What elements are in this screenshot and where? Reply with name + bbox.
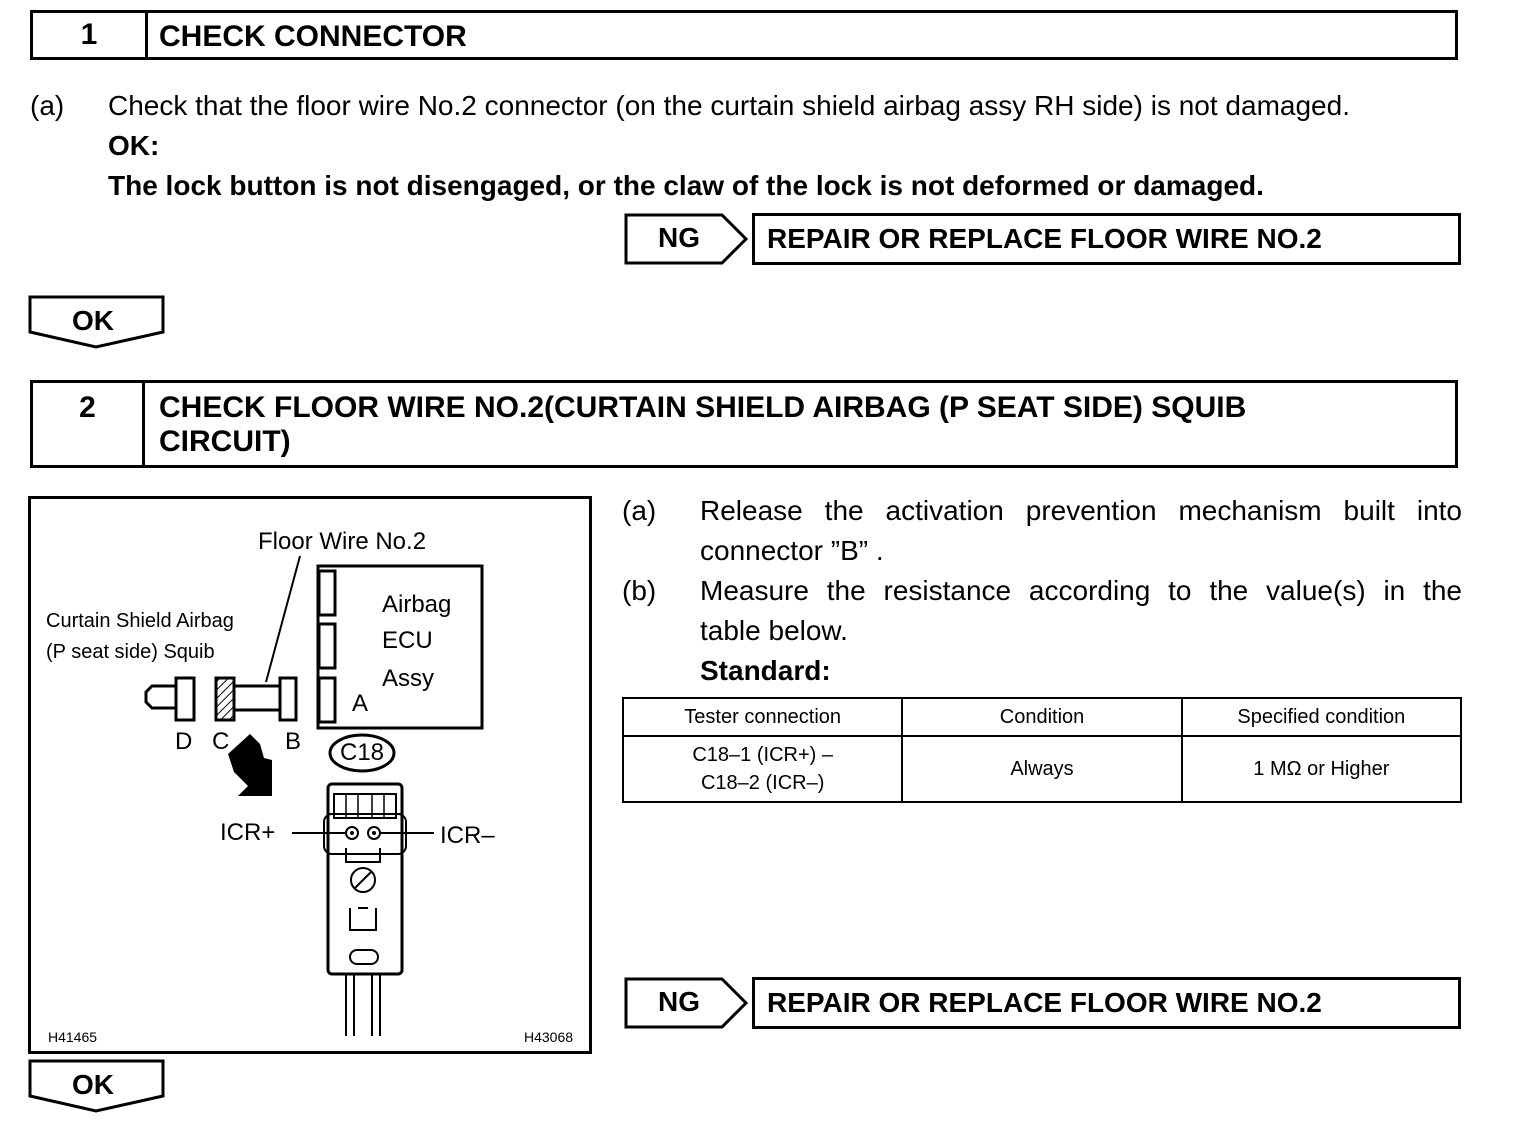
step2-ng-result: REPAIR OR REPLACE FLOOR WIRE NO.2 — [752, 977, 1461, 1029]
connector-c18-label-outline — [328, 733, 396, 773]
step2-title-line2: CIRCUIT) — [159, 425, 291, 458]
step2-ng-arrow — [624, 977, 749, 1029]
wiring-figure — [28, 496, 592, 1054]
spec-connection-line1: C18–1 (ICR+) – — [692, 744, 833, 766]
step2-item-b-marker: (b) — [622, 575, 657, 606]
wiring-diagram — [144, 555, 484, 1036]
ecu-label-line1: Airbag — [382, 591, 452, 618]
spec-header-condition: Condition — [901, 697, 1183, 737]
step1-ok-arrow — [28, 295, 165, 349]
step2-standard-heading: Standard: — [700, 655, 831, 686]
squib-label-line1: Curtain Shield Airbag — [46, 610, 234, 632]
step2-ng-label: NG — [658, 986, 700, 1017]
connector-b — [278, 676, 298, 722]
step2-item-a-marker: (a) — [622, 495, 657, 526]
squib-label-line2: (P seat side) Squib — [46, 641, 215, 663]
spec-connection-line2: C18–2 (ICR–) — [700, 772, 825, 794]
step2-title-line1: CHECK FLOOR WIRE NO.2(CURTAIN SHIELD AIR… — [159, 391, 1247, 424]
spec-header-specified: Specified condition — [1180, 697, 1463, 737]
spec-cell-connection: C18–1 (ICR+) – C18–2 (ICR–) — [621, 735, 904, 803]
connector-a-label: A — [352, 690, 369, 717]
icr-minus-label: ICR– — [440, 822, 495, 849]
step1-header: 1 CHECK CONNECTOR — [30, 10, 1458, 60]
connector-c — [214, 676, 236, 722]
spec-table: Tester connection Condition Specified co… — [621, 697, 1463, 803]
step1-ok-label: OK — [72, 305, 114, 336]
floor-wire-label: Floor Wire No.2 — [258, 528, 427, 555]
step1-ok-heading: OK: — [108, 130, 160, 161]
spec-cell-condition: Always — [901, 735, 1183, 803]
step2-header: 2 CHECK FLOOR WIRE NO.2(CURTAIN SHIELD A… — [30, 380, 1458, 468]
ecu-label-line3: Assy — [382, 665, 435, 692]
connector-b-label: B — [285, 728, 302, 755]
connector-c18-label: C18 — [340, 739, 385, 766]
table-row: C18–1 (ICR+) – C18–2 (ICR–) Always 1 MΩ … — [621, 735, 1463, 803]
step2-item-b-line2: table below. — [700, 615, 848, 646]
figure-code-right: H43068 — [524, 1029, 574, 1045]
step1-number: 1 — [33, 13, 148, 57]
step1-ng-result: REPAIR OR REPLACE FLOOR WIRE NO.2 — [752, 213, 1461, 265]
spec-table-header-row: Tester connection Condition Specified co… — [621, 697, 1463, 737]
step2-item-b-line1: Measure the resistance according to the … — [700, 575, 1462, 606]
spec-cell-specified: 1 MΩ or Higher — [1180, 735, 1463, 803]
spec-header-tester: Tester connection — [621, 697, 904, 737]
step2-ok-arrow — [28, 1059, 165, 1113]
step1-item-a-marker: (a) — [30, 90, 65, 121]
step2-item-a-line2: connector ”B” . — [700, 535, 884, 566]
figure-code-left: H41465 — [48, 1029, 98, 1045]
connector-d — [174, 676, 196, 722]
step1-ok-condition: The lock button is not disengaged, or th… — [108, 170, 1264, 201]
step1-ng-label: NG — [658, 222, 700, 253]
connector-c-label: C — [212, 728, 230, 755]
step1-item-a-text: Check that the floor wire No.2 connector… — [108, 90, 1350, 121]
connector-d-label: D — [175, 728, 193, 755]
step1-title: CHECK CONNECTOR — [159, 20, 467, 53]
ecu-label-line2: ECU — [382, 627, 433, 654]
step2-ok-label: OK — [72, 1069, 114, 1100]
icr-plus-label: ICR+ — [220, 819, 276, 846]
step2-item-a-line1: Release the activation prevention mechan… — [700, 495, 1462, 526]
step2-number: 2 — [33, 383, 145, 465]
step1-ng-arrow — [624, 213, 749, 265]
